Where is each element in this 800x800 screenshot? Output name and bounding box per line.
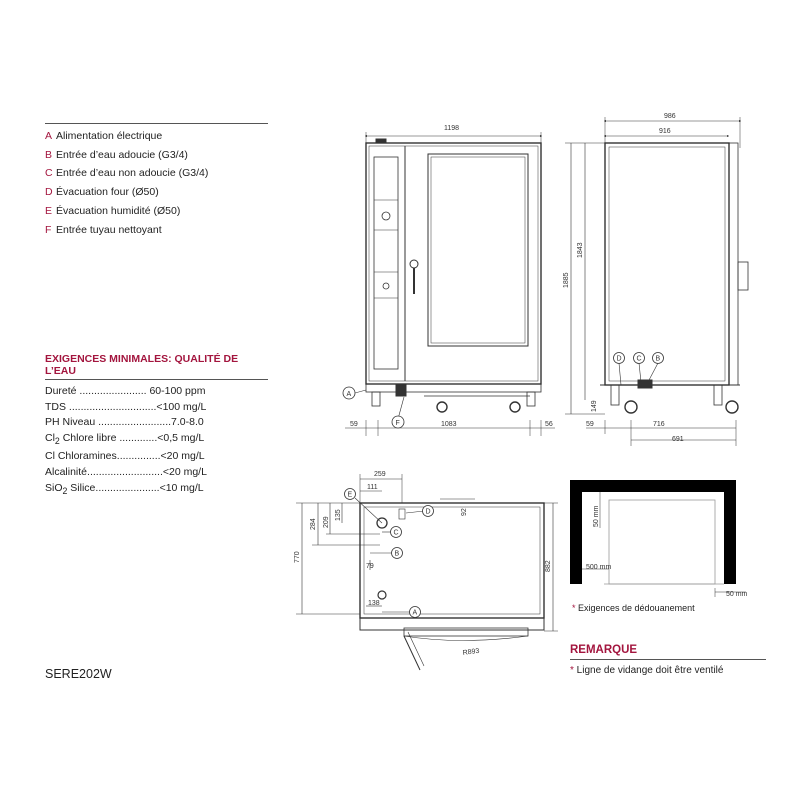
water-quality-row: TDS ..............................<100 m…	[45, 400, 207, 413]
dim-front-right: 56	[545, 421, 553, 428]
marker-label: E	[348, 492, 353, 499]
marker-label: F	[396, 420, 400, 427]
dim-side-height: 1885	[563, 272, 570, 288]
dim-top-138: 138	[368, 600, 380, 607]
water-quality-section: EXIGENCES MINIMALES: QUALITÉ DE L’EAU Du…	[45, 353, 268, 499]
clearance-view	[570, 480, 746, 597]
water-quality-title: EXIGENCES MINIMALES: QUALITÉ DE L’EAU	[45, 353, 268, 380]
dim-top-259: 259	[374, 471, 386, 478]
marker-label: A	[413, 610, 418, 617]
dim-top-79: 79	[366, 563, 374, 570]
front-view	[342, 132, 555, 436]
marker-label: A	[347, 391, 352, 398]
water-quality-row: SiO2 Silice......................<10 mg/…	[45, 481, 204, 496]
marker-label: B	[395, 551, 400, 558]
water-quality-row: Cl2 Chlore libre .............<0,5 mg/L	[45, 431, 205, 446]
dim-top-770: 770	[294, 551, 301, 563]
dim-top-209: 209	[323, 516, 330, 528]
side-view	[565, 117, 749, 446]
dim-side-716: 716	[653, 421, 665, 428]
water-quality-row: PH Niveau .........................7.0-8…	[45, 416, 204, 429]
dim-room-50v: 50 mm	[593, 505, 600, 527]
marker-a-front	[342, 386, 356, 400]
water-quality-row: Dureté ....................... 60-100 pp…	[45, 385, 206, 397]
marker-label: D	[617, 356, 622, 363]
top-view	[296, 474, 558, 671]
remark-text: * Ligne de vidange doit être ventilé	[570, 665, 724, 676]
water-quality-row: Cl Chloramines...............<20 mg/L	[45, 450, 205, 463]
customs-note: * Exigences de dédouanement	[572, 603, 695, 613]
dim-top-r893: R893	[462, 648, 480, 657]
water-quality-list: Dureté ....................... 60-100 pp…	[45, 384, 268, 499]
dim-side-height-inner: 1843	[577, 242, 584, 258]
water-quality-row: Alcalinité..........................<20 …	[45, 466, 207, 479]
dim-side-foot: 149	[591, 400, 598, 412]
marker-label: C	[637, 356, 642, 363]
dim-room-50h: 50 mm	[726, 591, 748, 598]
model-number: SERE202W	[45, 667, 112, 681]
marker-label: D	[426, 509, 431, 516]
dim-front-center: 1083	[441, 421, 457, 428]
marker-f-front	[391, 415, 405, 429]
dim-top-284: 284	[310, 518, 317, 530]
dim-front-left: 59	[350, 421, 358, 428]
dim-side-691: 691	[672, 436, 684, 443]
dim-top-882: 882	[545, 560, 552, 572]
dim-top-92: 92	[461, 508, 468, 516]
marker-label: B	[656, 356, 661, 363]
dim-top-135: 135	[335, 509, 342, 521]
dim-side-total: 986	[664, 113, 676, 120]
dim-front-width: 1198	[444, 125, 459, 132]
marker-label: C	[394, 530, 399, 537]
remark-title: REMARQUE	[570, 644, 766, 660]
dim-top-111: 111	[367, 484, 378, 491]
remark-section: REMARQUE * Ligne de vidange doit être ve…	[570, 644, 766, 676]
dim-room-500: 500 mm	[586, 564, 611, 571]
dim-side-left: 59	[586, 421, 594, 428]
dim-side-body: 916	[659, 128, 671, 135]
